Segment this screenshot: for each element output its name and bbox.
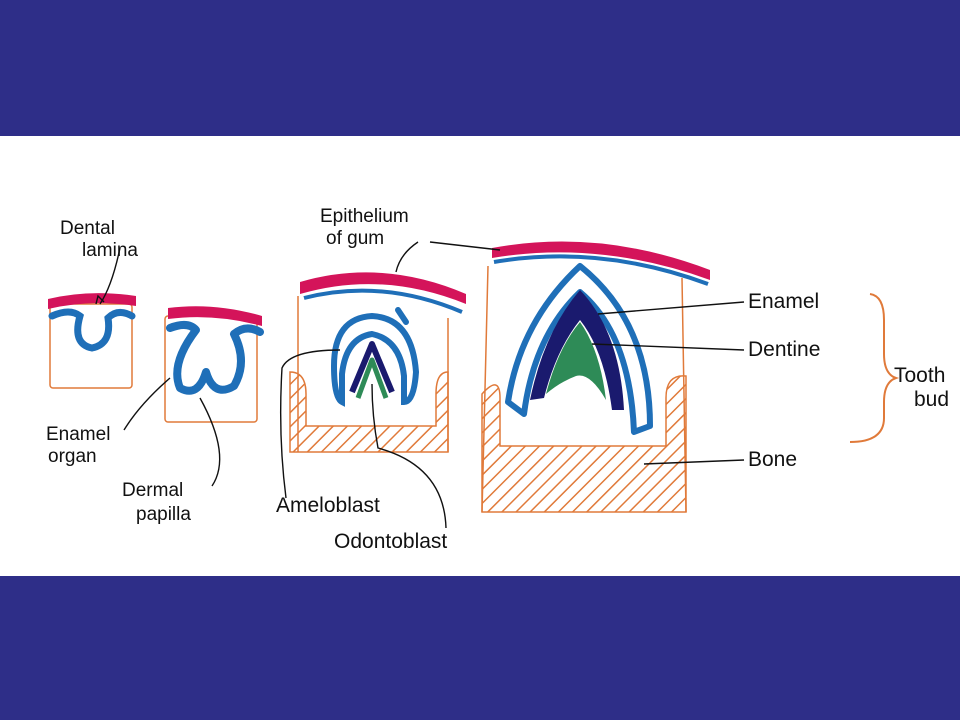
stage-3-bone [289,371,449,453]
label-dentine: Dentine [748,338,820,361]
stage-3-odontoblast-layer [355,357,389,399]
stage-4-dentine [546,322,606,400]
stage-3-ameloblast-layer [349,341,395,394]
stage-4-tissue-outline [481,265,687,513]
label-dermal-papilla-line2: papilla [136,504,191,525]
label-epithelium-line1: Epithelium [320,206,409,227]
tooth-bud-brace [849,293,900,443]
leader-dentine [591,343,745,351]
stage-4-basal-layer [493,254,709,286]
stage-4-enamel [530,290,624,410]
stage-2-enamel-organ [166,321,264,395]
stage-3-basal-layer [303,288,463,314]
leader-enamel-organ [123,377,171,431]
leader-ameloblast [279,349,341,499]
label-bone: Bone [748,448,797,471]
leader-dental-lamina-arrow [95,294,105,305]
leader-bone [643,459,745,465]
leader-enamel [597,301,745,315]
stage-2-gum-epithelium [168,306,262,326]
label-enamel-organ-line1: Enamel [46,424,110,445]
tooth-development-diagram: Dental lamina Epithelium of gum Enamel D… [46,206,949,553]
diagram-panel: Dental lamina Epithelium of gum Enamel D… [0,136,960,576]
stage-3-lamina-remnant [395,307,409,325]
label-enamel: Enamel [748,290,819,313]
stage-2-bud [164,306,264,423]
leader-epithelium-stage4 [429,241,501,251]
label-tooth-bud-line2: bud [914,388,949,411]
label-dental-lamina-line2: lamina [82,240,138,261]
label-tooth-bud-line1: Tooth [894,364,945,387]
label-epithelium-line2: of gum [326,228,384,249]
leader-epithelium-stage3 [395,241,419,273]
label-odontoblast: Odontoblast [334,530,447,553]
stage-4-enamel-organ [505,263,653,435]
stage-3-tissue-outline [297,296,449,452]
label-ameloblast: Ameloblast [276,494,380,517]
stage-1-enamel-organ [48,308,136,352]
label-enamel-organ-line2: organ [48,446,97,467]
stage-1-dental-lamina [48,293,136,389]
leader-odontoblast [371,383,447,529]
stage-3-gum-epithelium [300,272,466,304]
label-dermal-papilla-line1: Dermal [122,480,183,501]
stage-3-enamel-organ [330,312,420,407]
stage-4-tooth-bud [481,241,710,513]
label-dental-lamina-line1: Dental [60,218,115,239]
stage-3-cap [289,272,466,453]
leader-dermal-papilla [199,397,221,487]
stage-4-gum-epithelium [492,241,710,280]
stage-1-gum-epithelium [48,293,136,309]
